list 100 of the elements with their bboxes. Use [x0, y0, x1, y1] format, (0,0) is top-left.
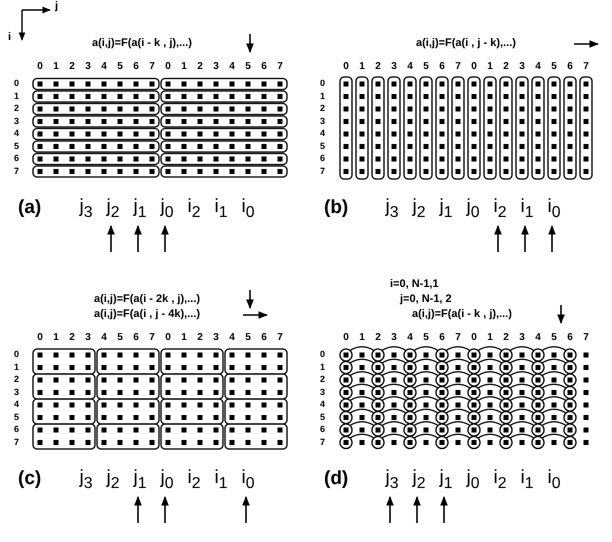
bit-label: i$_{0}$: [241, 468, 255, 492]
column-index: 7: [277, 333, 283, 343]
bit-label: j$_{0}$: [466, 197, 480, 221]
formula: a(i,j)=F(a(i - k , j),...): [92, 38, 192, 49]
axis-label: i: [8, 32, 12, 43]
panel-label: (c): [18, 469, 42, 488]
bit-label: j$_{3}$: [385, 468, 399, 492]
bit-label: i$_{2}$: [493, 468, 507, 492]
bit-label: j$_{0}$: [160, 197, 174, 221]
bit-label: j$_{2}$: [106, 197, 120, 221]
row-index: 5: [320, 142, 326, 150]
row-index: 1: [14, 92, 20, 100]
row-index: 2: [14, 375, 20, 384]
column-index: 3: [391, 333, 397, 343]
column-index: 2: [375, 333, 381, 343]
bit-label: j$_{3}$: [79, 468, 93, 492]
row-index: 4: [320, 129, 326, 138]
row-index: 7: [14, 166, 20, 176]
column-index: 6: [567, 62, 573, 72]
bit-label: i$_{2}$: [187, 468, 201, 492]
column-index: 4: [535, 333, 541, 343]
column-index: 5: [551, 333, 557, 343]
column-index: 5: [245, 333, 251, 343]
column-index: 7: [455, 62, 461, 72]
column-index: 5: [423, 333, 429, 343]
bit-label: j$_{1}$: [439, 468, 453, 492]
row-index: 5: [14, 412, 20, 422]
row-index: 3: [14, 116, 20, 126]
column-index: 3: [85, 62, 91, 72]
row-index: 4: [14, 129, 20, 138]
column-index: 0: [471, 62, 477, 72]
bit-label: i$_{1}$: [214, 468, 228, 492]
column-index: 4: [407, 62, 413, 72]
row-index: 1: [320, 362, 326, 372]
column-index: 1: [359, 62, 365, 72]
row-index: 0: [14, 79, 20, 88]
column-index: 1: [359, 333, 365, 343]
formula: a(i,j)=F(a(i - k , j),...): [412, 309, 512, 320]
row-index: 0: [320, 350, 326, 359]
bit-label: i$_{2}$: [493, 197, 507, 221]
row-index: 7: [320, 438, 326, 446]
row-index: 7: [320, 166, 326, 176]
row-index: 0: [320, 79, 326, 88]
column-index: 2: [69, 333, 75, 343]
column-index: 4: [535, 62, 541, 72]
axis-label: j: [55, 1, 58, 12]
bit-label: j$_{3}$: [79, 197, 93, 221]
formula: a(i,j)=F(a(i , j - 4k),...): [94, 309, 200, 320]
formula: i=0, N-1,1: [390, 279, 439, 290]
row-index: 4: [320, 400, 326, 409]
bit-label: j$_{3}$: [385, 197, 399, 221]
column-index: 6: [567, 333, 573, 343]
column-index: 7: [149, 62, 155, 72]
column-index: 0: [37, 333, 43, 343]
bit-label: i$_{1}$: [520, 197, 534, 221]
column-index: 2: [197, 333, 203, 343]
bit-label: j$_{2}$: [106, 468, 120, 492]
column-index: 4: [101, 62, 107, 72]
row-index: 2: [14, 104, 20, 113]
row-index: 4: [14, 400, 20, 409]
formula: a(i,j)=F(a(i , j - k),...): [416, 38, 516, 49]
column-index: 7: [583, 62, 589, 72]
row-index: 7: [14, 438, 20, 446]
column-index: 1: [181, 62, 187, 72]
column-index: 7: [455, 333, 461, 343]
formula: a(i,j)=F(a(i - 2k , j),...): [94, 294, 200, 305]
column-index: 4: [101, 333, 107, 343]
column-index: 1: [53, 62, 59, 72]
column-index: 3: [213, 333, 219, 343]
column-index: 6: [133, 62, 139, 72]
column-index: 3: [213, 62, 219, 72]
row-index: 6: [320, 425, 326, 434]
bit-label: i$_{1}$: [214, 197, 228, 221]
column-index: 1: [181, 333, 187, 343]
bit-label: i$_{1}$: [520, 468, 534, 492]
row-index: 2: [320, 375, 326, 384]
column-index: 4: [407, 333, 413, 343]
column-index: 1: [487, 333, 493, 343]
bit-label: i$_{0}$: [547, 468, 561, 492]
column-index: 6: [133, 333, 139, 343]
column-index: 6: [261, 333, 267, 343]
bit-label: j$_{1}$: [439, 197, 453, 221]
bit-label: j$_{0}$: [160, 468, 174, 492]
bit-label: j$_{1}$: [133, 468, 147, 492]
column-index: 5: [245, 62, 251, 72]
row-index: 3: [320, 116, 326, 126]
column-index: 2: [375, 62, 381, 72]
column-index: 0: [165, 62, 171, 72]
column-index: 1: [53, 333, 59, 343]
column-index: 6: [439, 62, 445, 72]
column-index: 3: [519, 333, 525, 343]
row-index: 3: [320, 388, 326, 396]
bit-label: i$_{0}$: [241, 197, 255, 221]
bit-label: j$_{1}$: [133, 197, 147, 221]
column-index: 6: [439, 333, 445, 343]
column-index: 5: [117, 333, 123, 343]
column-index: 1: [487, 62, 493, 72]
row-index: 6: [14, 154, 20, 163]
column-index: 0: [343, 62, 349, 72]
panel-label: (d): [324, 469, 348, 488]
